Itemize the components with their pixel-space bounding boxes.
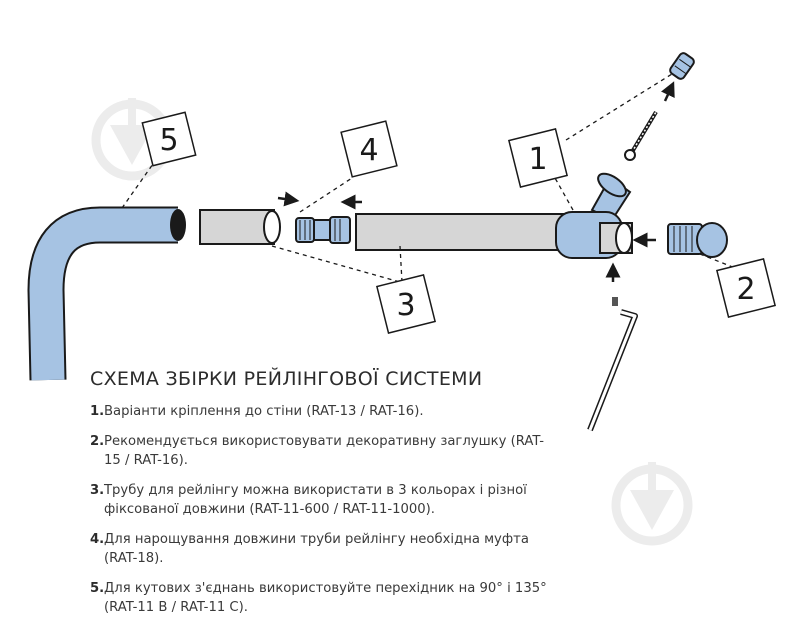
assembly-steps: 1. Варіанти кріплення до стіни (RAT-13 /… xyxy=(90,402,560,628)
direction-arrow-icon xyxy=(277,81,675,282)
callout-number: 4 xyxy=(359,133,378,168)
step-text: Рекомендується використовувати декоратив… xyxy=(104,433,544,469)
step-number: 4. xyxy=(90,531,105,547)
list-item: 3. Трубу для рейлінгу можна використати … xyxy=(90,481,560,520)
callout-1: 1 xyxy=(507,127,569,189)
callout-number: 3 xyxy=(396,288,415,323)
leader-lines xyxy=(121,73,736,283)
wall-plug-icon xyxy=(669,52,695,80)
callout-number: 2 xyxy=(736,272,755,307)
list-item: 4. Для нарощування довжини труби рейлінг… xyxy=(90,530,560,569)
step-text: Варіанти кріплення до стіни (RAT-13 / RA… xyxy=(104,404,424,419)
step-text: Для нарощування довжини труби рейлінгу н… xyxy=(104,531,529,567)
long-tube xyxy=(355,213,567,251)
callout-4: 4 xyxy=(340,120,398,178)
step-number: 1. xyxy=(90,404,105,419)
end-cap-icon xyxy=(667,222,728,258)
step-number: 5. xyxy=(90,580,105,596)
coupling-icon xyxy=(295,216,351,244)
step-text: Трубу для рейлінгу можна використати в 3… xyxy=(104,482,527,518)
callout-2: 2 xyxy=(715,257,777,319)
t-bracket-icon xyxy=(555,172,633,259)
short-tube xyxy=(199,209,281,245)
set-screw-icon xyxy=(612,297,618,306)
step-text: Для кутових з'єднань використовуйте пере… xyxy=(104,580,547,616)
step-number: 3. xyxy=(90,482,105,498)
callout-5: 5 xyxy=(141,111,197,167)
step-number: 2. xyxy=(90,433,105,449)
list-item: 5. Для кутових з'єднань використовуйте п… xyxy=(90,579,560,618)
list-item: 1. Варіанти кріплення до стіни (RAT-13 /… xyxy=(90,402,560,422)
callout-number: 5 xyxy=(159,123,178,158)
corner-elbow-icon xyxy=(27,206,186,381)
page-title: СХЕМА ЗБІРКИ РЕЙЛІНГОВОЇ СИСТЕМИ xyxy=(90,368,483,390)
callout-3: 3 xyxy=(375,273,437,335)
watermark-icon xyxy=(611,462,693,546)
hex-key-icon xyxy=(587,309,638,432)
screw-icon xyxy=(624,110,658,161)
list-item: 2. Рекомендується використовувати декора… xyxy=(90,432,560,471)
callout-number: 1 xyxy=(528,142,547,177)
